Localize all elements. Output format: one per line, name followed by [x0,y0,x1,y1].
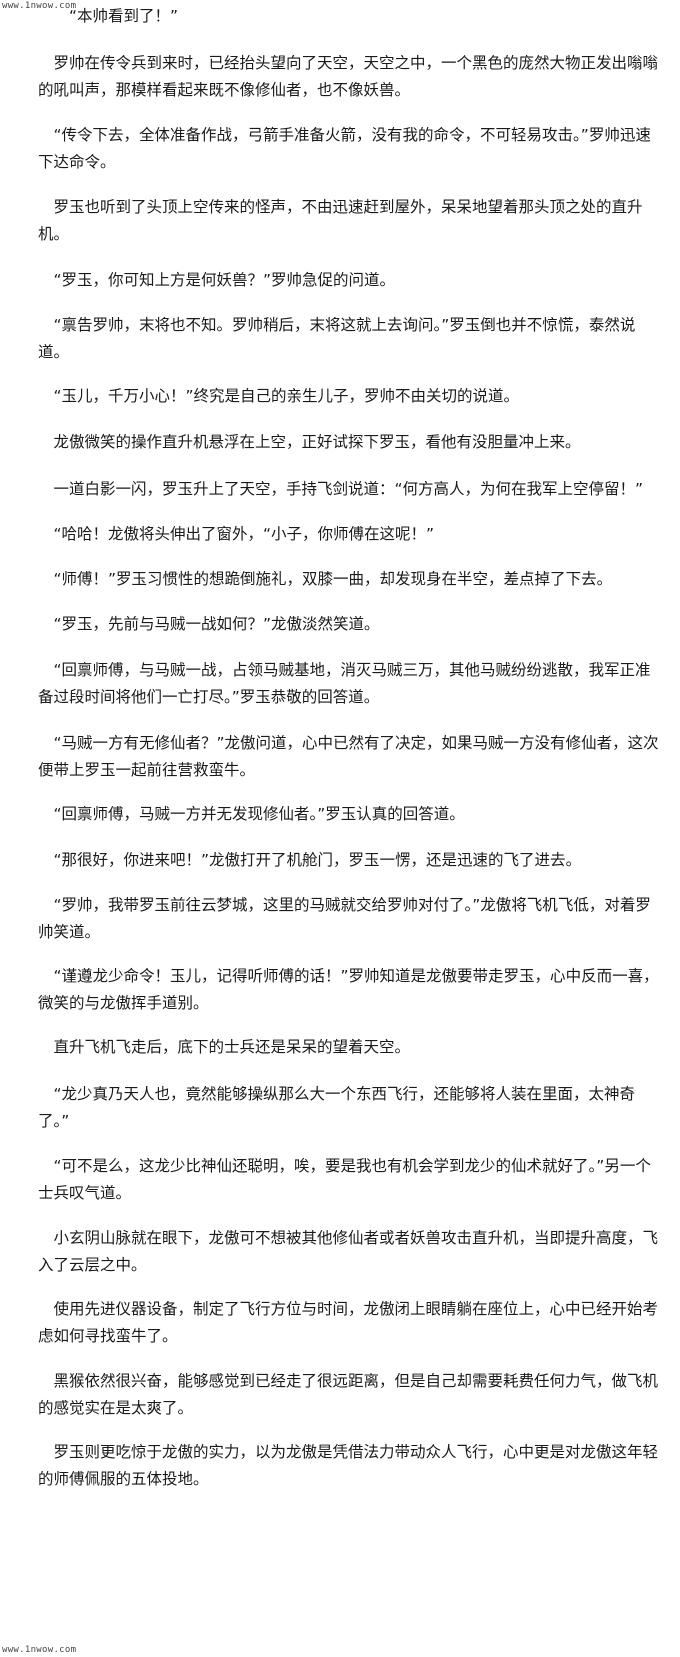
paragraph: 小玄阴山脉就在眼下，龙傲可不想被其他修仙者或者妖兽攻击直升机，当即提升高度，飞入… [38,1229,659,1274]
paragraph: “龙少真乃天人也，竟然能够操纵那么大一个东西飞行，还能够将人装在里面，太神奇了。… [38,1085,636,1130]
paragraph: “哈哈！龙傲将头伸出了窗外，“小子，你师傅在这呢！” [53,525,435,543]
paragraph: “罗玉，先前与马贼一战如何？”龙傲淡然笑道。 [53,615,380,633]
paragraph: “那很好，你进来吧！”龙傲打开了机舱门，罗玉一愣，还是迅速的飞了进去。 [53,851,582,869]
paragraph: “马贼一方有无修仙者？”龙傲问道，心中已然有了决定，如果马贼一方没有修仙者，这次… [38,734,659,779]
site-url-footer: www.1nwow.com [2,1645,77,1655]
paragraph: “可不是么，这龙少比神仙还聪明，唉，要是我也有机会学到龙少的仙术就好了。”另一个… [38,1157,651,1202]
paragraph: 罗帅在传令兵到来时，已经抬头望向了天空，天空之中，一个黑色的庞然大物正发出嗡嗡的… [38,54,659,99]
site-url-header: www.1nwow.com [2,1,77,11]
paragraph: 使用先进仪器设备，制定了飞行方位与时间，龙傲闭上眼睛躺在座位上，心中已经开始考虑… [38,1300,659,1345]
paragraph: “玉儿，千万小心！”终究是自己的亲生儿子，罗帅不由关切的说道。 [53,387,520,405]
paragraph: 一道白影一闪，罗玉升上了天空，手持飞剑说道：“何方高人，为何在我军上空停留！” [53,480,644,498]
paragraph: 龙傲微笑的操作直升机悬浮在上空，正好试探下罗玉，看他有没胆量冲上来。 [53,433,581,451]
paragraph: “本帅看到了！” [69,7,179,25]
paragraph: “回禀师傅，与马贼一战，占领马贼基地，消灭马贼三万，其他马贼纷纷逃散，我军正准备… [38,661,651,706]
paragraph: “谨遵龙少命令！玉儿，记得听师傅的话！”罗帅知道是龙傲要带走罗玉，心中反而一喜，… [38,967,659,1012]
paragraph: “回禀师傅，马贼一方并无发现修仙者。”罗玉认真的回答道。 [53,805,465,823]
paragraph: “禀告罗帅，末将也不知。罗帅稍后，末将这就上去询问。”罗玉倒也并不惊慌，泰然说道… [38,316,636,361]
paragraph: 直升飞机飞走后，底下的士兵还是呆呆的望着天空。 [53,1038,411,1056]
paragraph: “师傅！”罗玉习惯性的想跪倒施礼，双膝一曲，却发现身在半空，差点掉了下去。 [53,570,613,588]
paragraph: 罗玉则更吃惊于龙傲的实力，以为龙傲是凭借法力带动众人飞行，心中更是对龙傲这年轻的… [38,1443,659,1488]
paragraph: 黑猴依然很兴奋，能够感觉到已经走了很远距离，但是自己却需要耗费任何力气，做飞机的… [38,1372,659,1417]
paragraph: “罗帅，我带罗玉前往云梦城，这里的马贼就交给罗帅对付了。”龙傲将飞机飞低，对着罗… [38,896,651,941]
paragraph: 罗玉也听到了头顶上空传来的怪声，不由迅速赶到屋外，呆呆地望着那头顶之处的直升机。 [38,198,643,243]
paragraph: “传令下去，全体准备作战，弓箭手准备火箭，没有我的命令，不可轻易攻击。”罗帅迅速… [38,126,651,171]
paragraph: “罗玉，你可知上方是何妖兽？”罗帅急促的问道。 [53,271,396,289]
